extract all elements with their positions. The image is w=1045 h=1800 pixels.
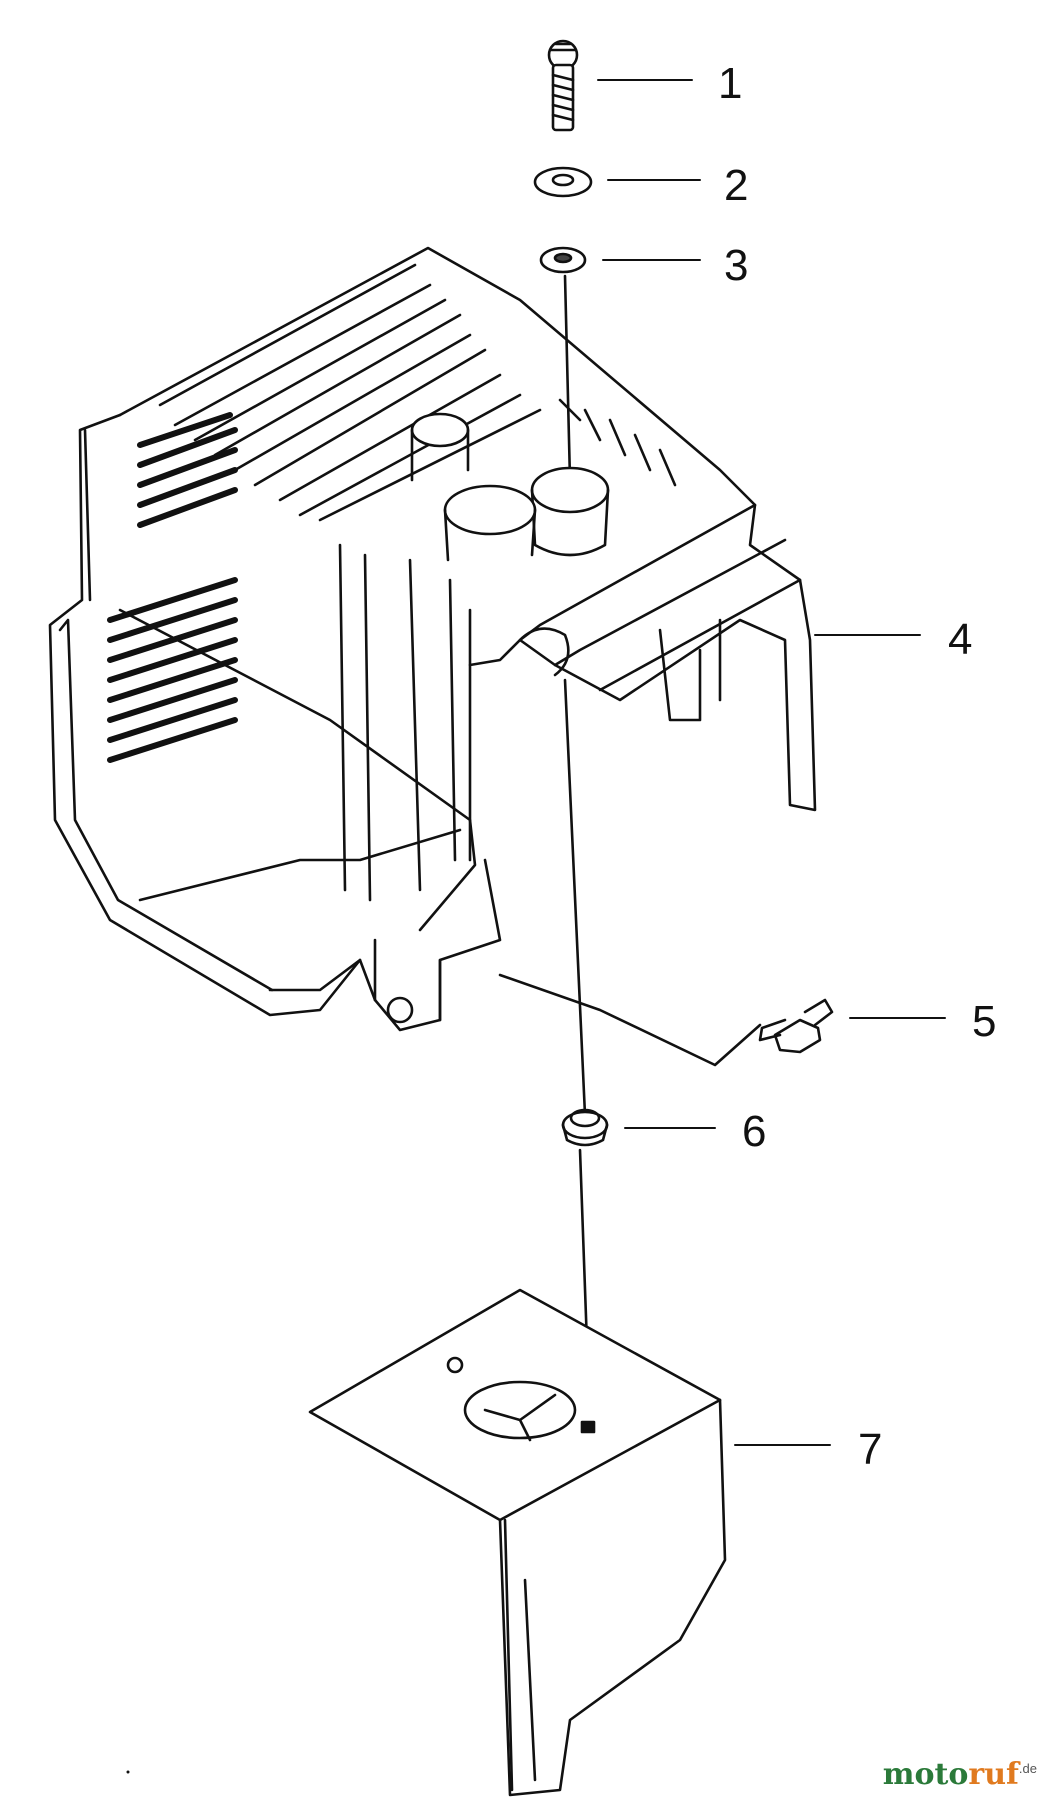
cylinder-cover-part-4 — [50, 248, 815, 1030]
callout-3: 3 — [724, 241, 749, 290]
callout-4: 4 — [948, 615, 973, 664]
callout-2: 2 — [724, 161, 749, 210]
watermark-prefix: moto — [882, 1757, 969, 1792]
leader-lines — [598, 80, 945, 1445]
bracket-plate-part-7 — [310, 1290, 725, 1795]
washer-part-2 — [535, 168, 591, 196]
spring-washer-part-3 — [541, 248, 585, 272]
callout-7: 7 — [858, 1425, 883, 1474]
watermark-tld: .de — [1018, 1761, 1037, 1776]
callout-5: 5 — [972, 997, 997, 1046]
callout-6: 6 — [742, 1107, 767, 1156]
grommet-part-6 — [563, 1110, 607, 1145]
screw-part-1 — [549, 41, 577, 130]
bolt-part-5 — [760, 1000, 832, 1052]
callout-1: 1 — [718, 59, 743, 108]
motoruf-watermark: motoruf.de — [883, 1760, 1037, 1790]
watermark-suffix: ruf — [968, 1757, 1019, 1792]
